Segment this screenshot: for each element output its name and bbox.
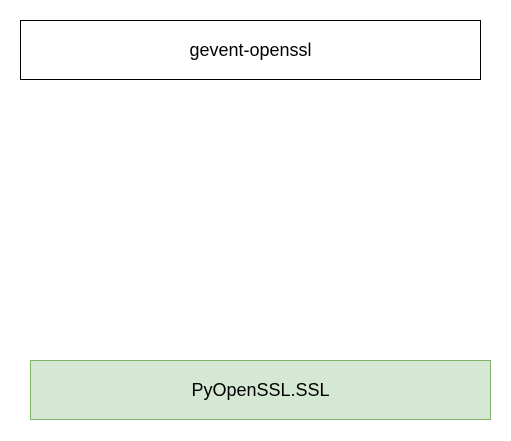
node-label: gevent-openssl: [189, 39, 312, 60]
pyopenssl-ssl-node[interactable]: PyOpenSSL.SSL: [30, 360, 491, 420]
node-label: PyOpenSSL.SSL: [191, 379, 330, 400]
gevent-openssl-node[interactable]: gevent-openssl: [20, 20, 481, 80]
